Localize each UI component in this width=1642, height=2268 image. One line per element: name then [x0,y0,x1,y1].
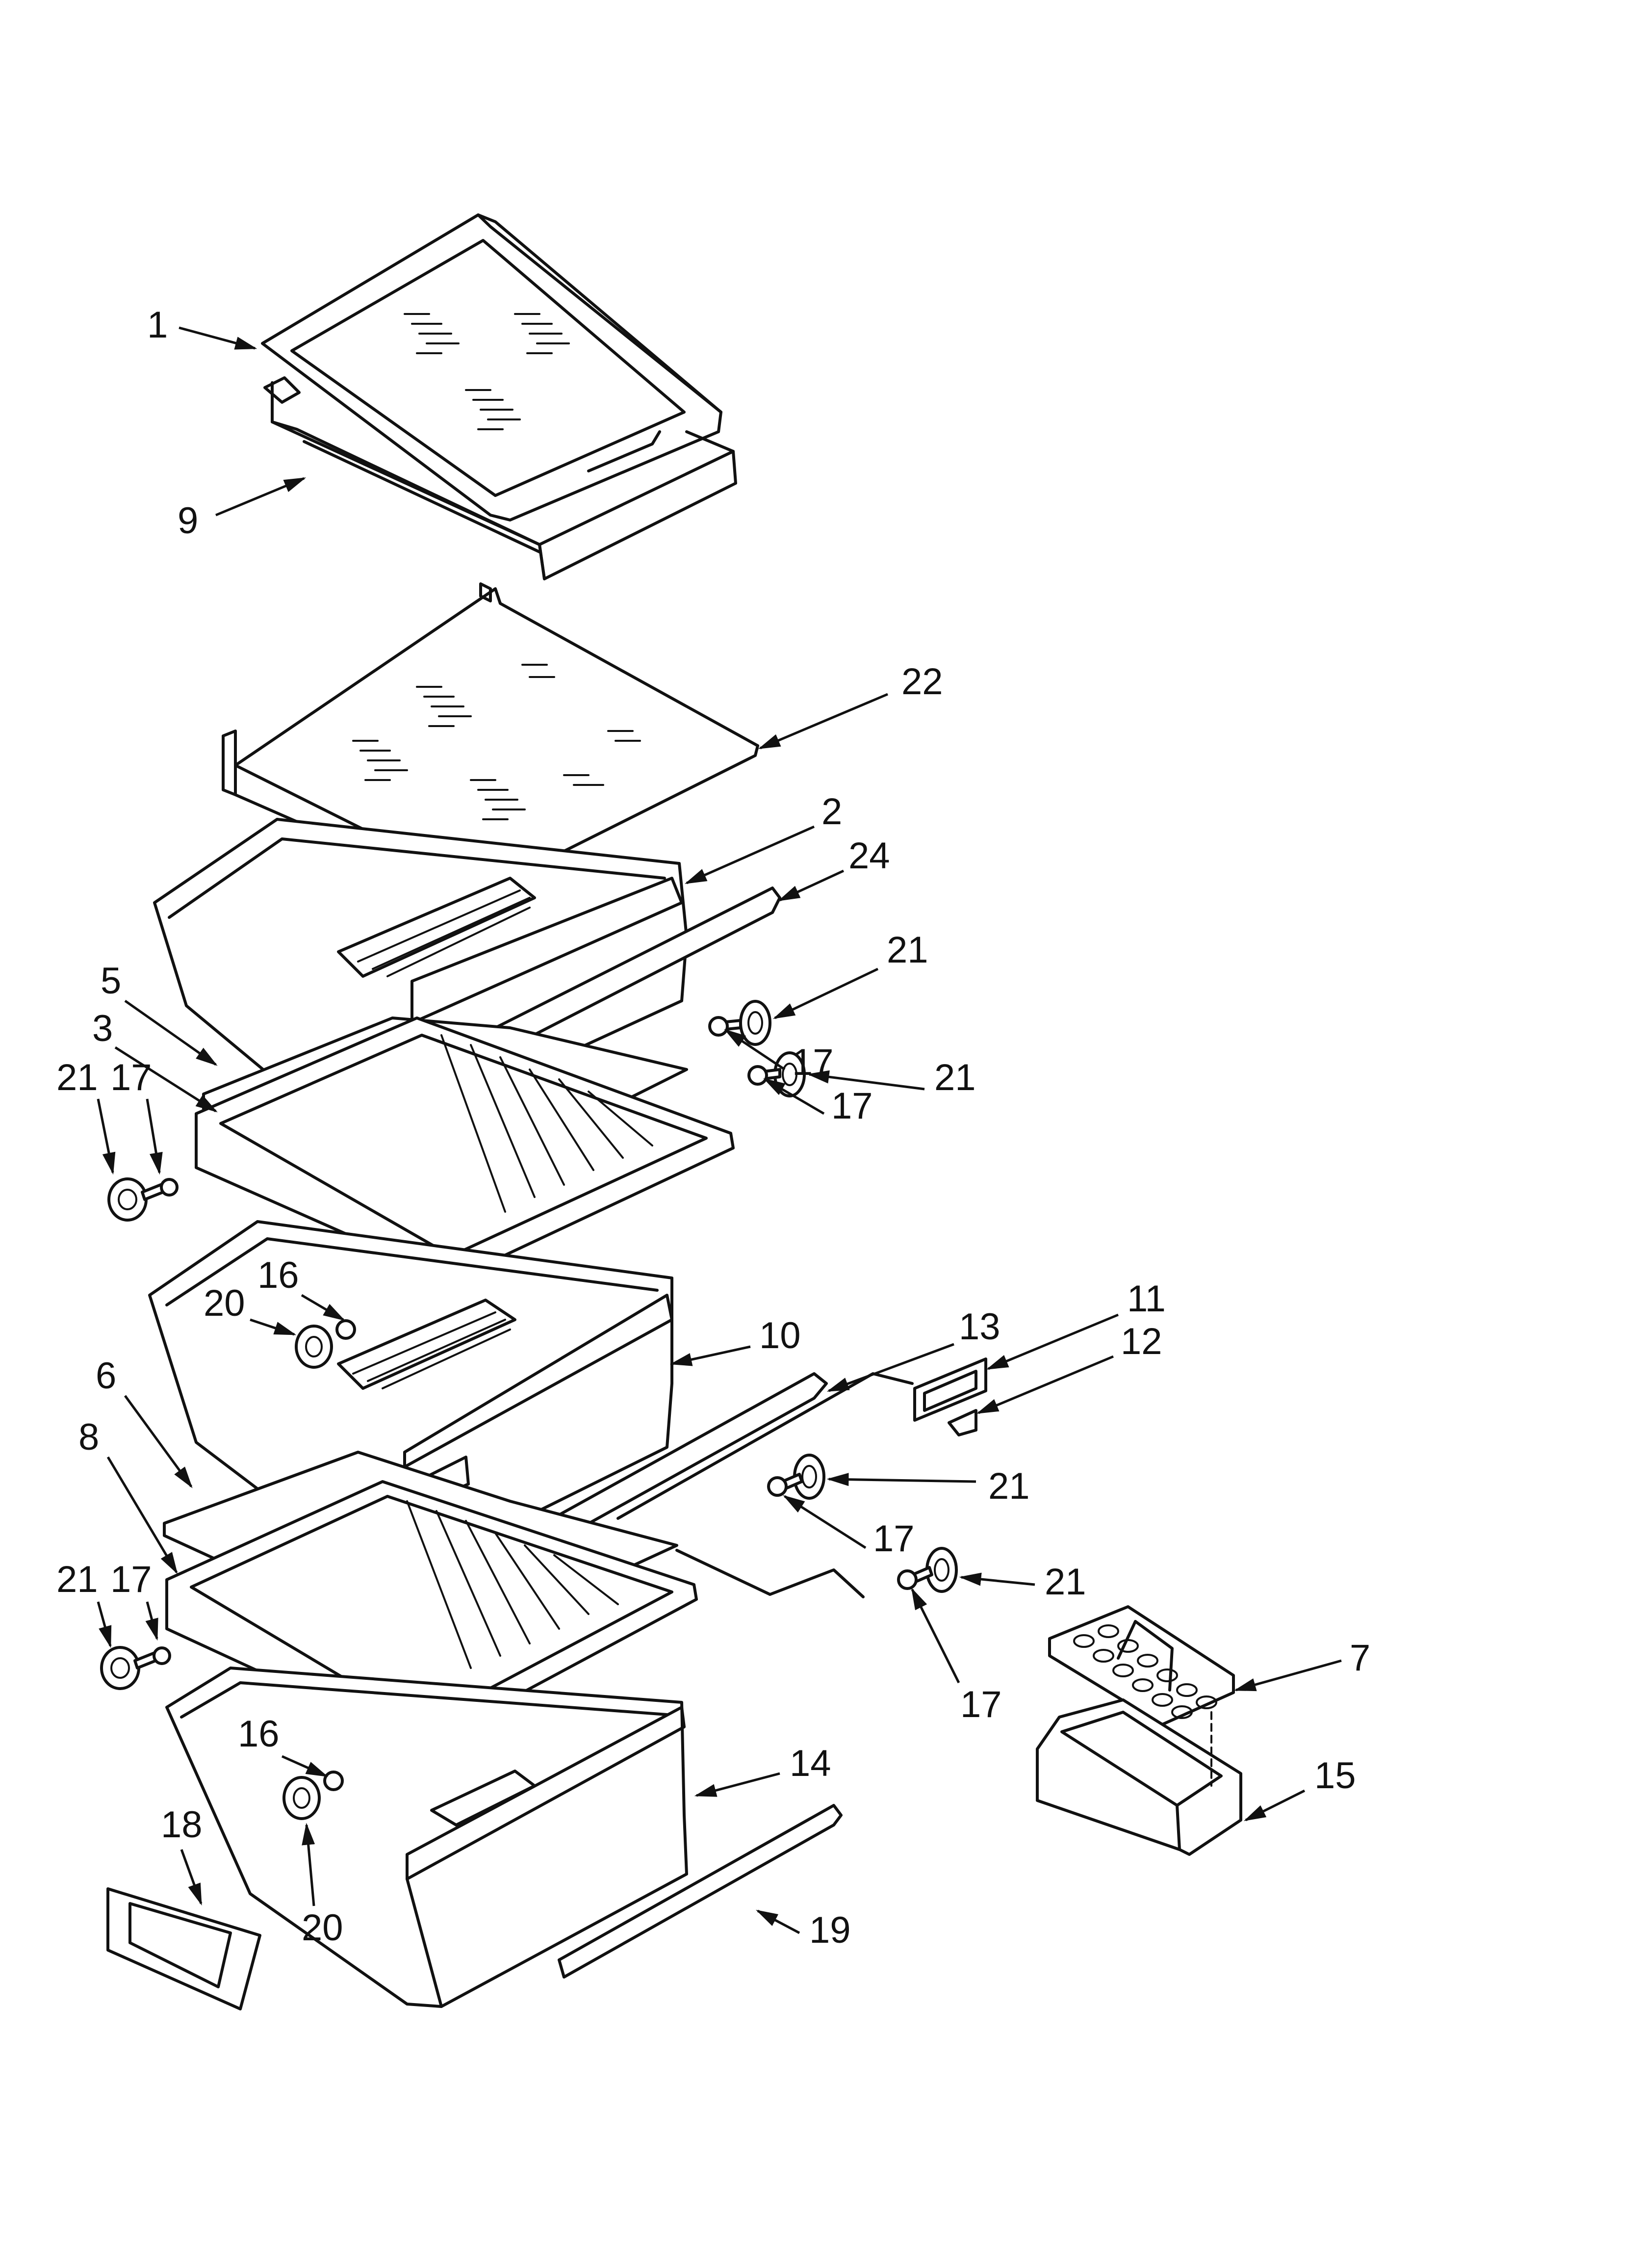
leader-lines [97,326,1342,1934]
callout-17-12: 17 [831,1085,873,1127]
part-9-shelf-frame [263,376,737,580]
callout-7-26: 7 [1350,1637,1370,1679]
callout-21-10: 21 [56,1057,98,1098]
callout-12-18: 12 [1121,1321,1162,1362]
callout-17-24: 17 [110,1559,152,1600]
callout-21-9: 21 [934,1057,976,1098]
callout-24-4: 24 [848,835,890,877]
callout-11-16: 11 [1127,1278,1166,1320]
part-1-glass-shelf [261,213,722,521]
callout-21-23: 21 [56,1559,98,1600]
callout-17-22: 17 [873,1518,915,1560]
roller-21-left-upper [107,1177,148,1222]
callout-22-2: 22 [901,661,943,703]
callout-6-19: 6 [96,1355,116,1397]
callout-20-32: 20 [302,1907,343,1949]
part-15-storage-bin [1036,1698,1242,1856]
callout-16-13: 16 [257,1254,299,1296]
part-3-ribs [440,1034,653,1213]
callout-13-17: 13 [959,1306,1001,1348]
screw-16-upper [335,1319,356,1340]
callout-3-7: 3 [92,1008,113,1049]
screw-17-right-lower-1 [767,1473,803,1497]
roller-20-upper [295,1325,333,1369]
part-3-tray-frame [195,1017,735,1282]
screw-17-left-lower [133,1646,171,1669]
roller-20-lower [282,1776,321,1820]
callout-21-25: 21 [1045,1561,1086,1603]
part-7-egg-tray [1048,1605,1235,1726]
screw-17-upper-right [708,1016,742,1037]
roller-21-left-lower [100,1646,140,1690]
callout-20-14: 20 [204,1282,245,1324]
callout-21-21: 21 [988,1465,1030,1507]
egg-holes [1073,1624,1217,1719]
screw-16-lower [323,1771,344,1791]
part-18-frame [106,1887,261,2010]
screw-17-right-lower-2 [897,1566,933,1590]
part-14-bottom-drawer [165,1667,688,2008]
callout-15-30: 15 [1314,1755,1356,1797]
callout-5-6: 5 [101,960,121,1002]
callout-17-27: 17 [960,1684,1002,1725]
part-22-glass-marks [352,664,641,820]
part-1-glass-marks [404,313,570,430]
part-10-slots [352,1311,511,1389]
part-2-slots [357,889,531,977]
callout-9-1: 9 [178,500,198,542]
callout-21-5: 21 [887,929,928,971]
callout-2-3: 2 [821,791,842,833]
screw-17-mid-right [747,1065,781,1086]
callout-16-28: 16 [238,1713,280,1755]
callout-14-29: 14 [790,1743,831,1784]
part-12-clip [948,1409,977,1436]
part-11-bracket [913,1357,987,1422]
wire-lower [675,1549,865,1598]
callout-18-31: 18 [161,1804,203,1846]
callout-10-15: 10 [759,1315,801,1356]
callout-19-33: 19 [809,1909,851,1951]
callout-1-0: 1 [147,304,168,346]
callout-17-8: 17 [792,1042,834,1083]
callout-17-11: 17 [110,1057,152,1098]
roller-21-upper-right [739,1000,771,1046]
part-19-trim [558,1804,843,1979]
part-8-ribs [406,1500,619,1669]
callout-8-20: 8 [78,1416,99,1458]
screw-17-left-upper [141,1178,179,1201]
